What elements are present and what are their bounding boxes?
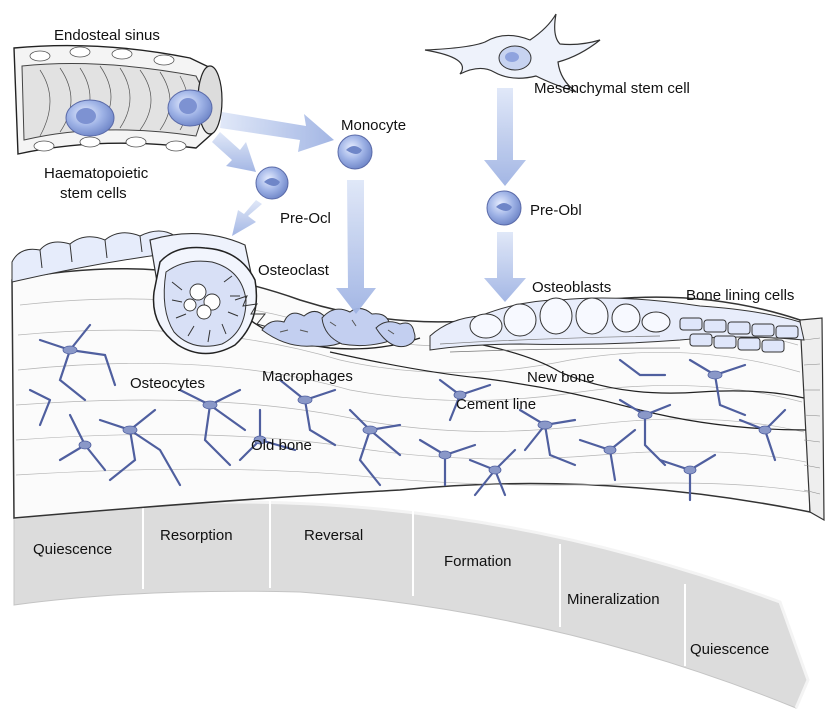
phase-label-formation: Formation	[444, 553, 512, 570]
phase-label-quiescence-1: Quiescence	[33, 541, 112, 558]
label-bone-lining-cells: Bone lining cells	[686, 287, 794, 304]
phase-label-quiescence-2: Quiescence	[690, 641, 769, 658]
label-osteoclast: Osteoclast	[258, 262, 330, 279]
pre-obl-cell	[487, 191, 521, 225]
label-haematopoietic-line2: stem cells	[60, 185, 127, 202]
label-monocyte: Monocyte	[341, 117, 406, 134]
phase-band: Quiescence Resorption Reversal Formation…	[14, 492, 808, 708]
label-cement-line: Cement line	[456, 396, 536, 413]
pre-ocl-cell	[256, 167, 288, 199]
label-haematopoietic-line1: Haematopoietic	[44, 165, 149, 182]
arrow-to-pre-obl	[484, 88, 526, 186]
label-macrophages: Macrophages	[262, 368, 353, 385]
arrow-to-osteoclast	[232, 200, 262, 236]
label-pre-obl: Pre-Obl	[530, 202, 582, 219]
phase-label-resorption: Resorption	[160, 527, 233, 544]
arrow-to-macrophages	[336, 180, 376, 314]
label-osteoblasts: Osteoblasts	[532, 279, 611, 296]
label-endosteal-sinus: Endosteal sinus	[54, 27, 160, 44]
arrow-to-monocyte	[220, 112, 334, 152]
label-osteocytes: Osteocytes	[130, 375, 205, 392]
label-new-bone: New bone	[527, 369, 595, 386]
endosteal-sinus	[14, 46, 222, 154]
label-pre-ocl: Pre-Ocl	[280, 210, 331, 227]
phase-label-mineralization: Mineralization	[567, 591, 660, 608]
phase-label-reversal: Reversal	[304, 527, 363, 544]
arrow-to-osteoblasts	[484, 232, 526, 302]
label-mesenchymal-stem-cell: Mesenchymal stem cell	[534, 80, 690, 97]
monocyte-cell	[338, 135, 372, 169]
arrow-to-pre-ocl	[212, 132, 256, 172]
label-old-bone: Old bone	[251, 437, 312, 454]
